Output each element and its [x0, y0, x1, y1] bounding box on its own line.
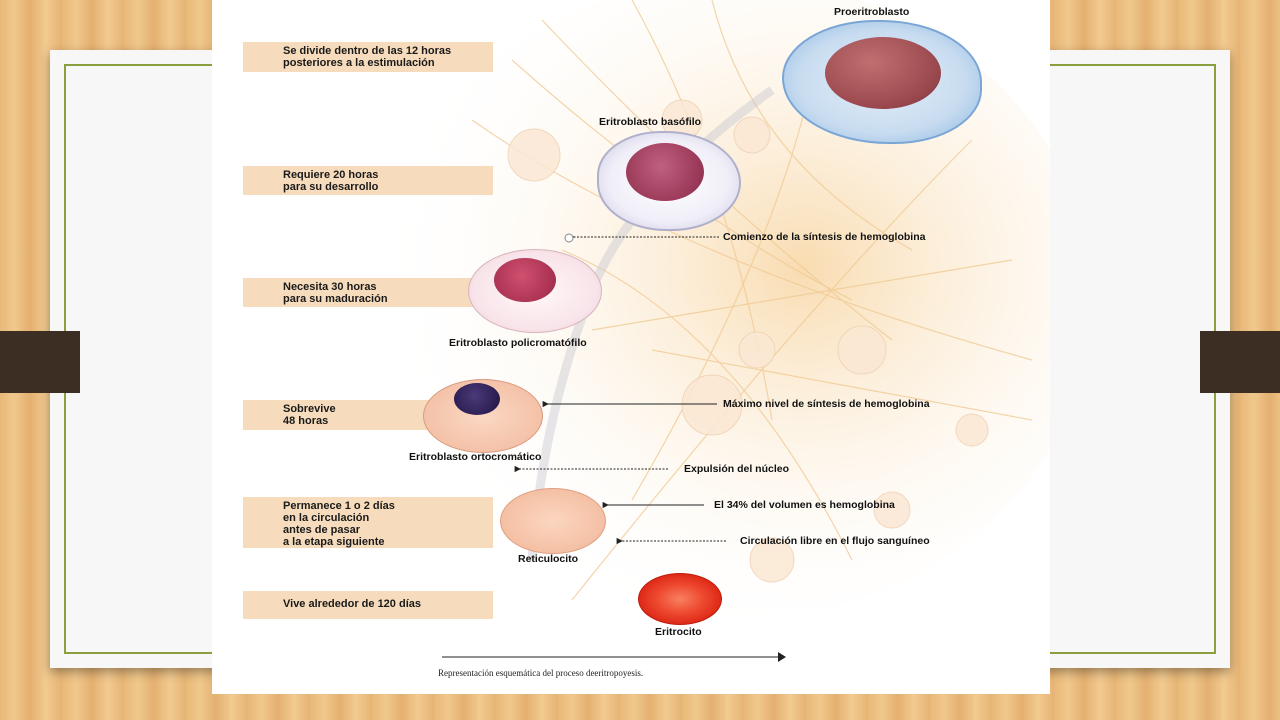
duration-label-5: Permanece 1 o 2 días en la circulación a…: [243, 497, 493, 548]
orthochromatic-erythroblast-label: Eritroblasto ortocromático: [409, 451, 542, 463]
annotation-hemoglobin-max: Máximo nivel de síntesis de hemoglobina: [723, 398, 930, 410]
duration-label-6: Vive alrededor de 120 días: [243, 591, 493, 619]
duration-text: Requiere 20 horas: [283, 169, 379, 181]
annotation-volume-hemoglobin: El 34% del volumen es hemoglobina: [714, 499, 895, 511]
erythrocyte-label: Eritrocito: [655, 626, 702, 638]
annotation-free-circulation: Circulación libre en el flujo sanguíneo: [740, 535, 930, 547]
duration-label-2: Requiere 20 horas para su desarrollo: [243, 166, 493, 195]
duration-text: a la etapa siguiente: [283, 536, 385, 548]
basophilic-erythroblast-label: Eritroblasto basófilo: [599, 116, 702, 128]
figure-caption: Representación esquemática del proceso d…: [438, 668, 644, 678]
left-decor-bar: [0, 331, 80, 393]
orthochromatic-erythroblast-cell: [423, 379, 543, 453]
polychromatophilic-erythroblast-nucleus: [494, 258, 556, 302]
duration-text: para su desarrollo: [283, 181, 379, 193]
duration-text: para su maduración: [283, 293, 388, 305]
polychromatophilic-erythroblast-label: Eritroblasto policromatófilo: [449, 337, 587, 349]
duration-text: Se divide dentro de las 12 horas: [283, 45, 452, 57]
duration-text: 48 horas: [283, 415, 329, 427]
annotation-hemoglobin-start: Comienzo de la síntesis de hemoglobina: [723, 231, 926, 243]
duration-text: Vive alrededor de 120 días: [283, 598, 421, 610]
reticulocyte-label: Reticulocito: [518, 553, 579, 565]
annotation-nucleus-expulsion: Expulsión del núcleo: [684, 463, 790, 475]
erythrocyte-cell: [638, 573, 722, 625]
duration-text: Sobrevive: [283, 403, 336, 415]
duration-label-3: Necesita 30 horas para su maduración: [243, 278, 493, 307]
reticulocyte-cell: [500, 488, 606, 554]
duration-text: en la circulación: [283, 512, 370, 524]
duration-text: Necesita 30 horas: [283, 281, 377, 293]
duration-text: Permanece 1 o 2 días: [283, 500, 395, 512]
duration-text: posteriores a la estimulación: [283, 57, 435, 69]
duration-text: antes de pasar: [283, 524, 361, 536]
right-decor-bar: [1200, 331, 1280, 393]
duration-label-1: Se divide dentro de las 12 horas posteri…: [243, 42, 493, 72]
erythropoiesis-figure: Se divide dentro de las 12 horas posteri…: [212, 0, 1050, 694]
orthochromatic-erythroblast-nucleus: [454, 383, 500, 415]
proerythroblast-nucleus: [825, 37, 941, 109]
basophilic-erythroblast-nucleus: [626, 143, 704, 201]
proerythroblast-label: Proeritroblasto: [834, 6, 910, 18]
